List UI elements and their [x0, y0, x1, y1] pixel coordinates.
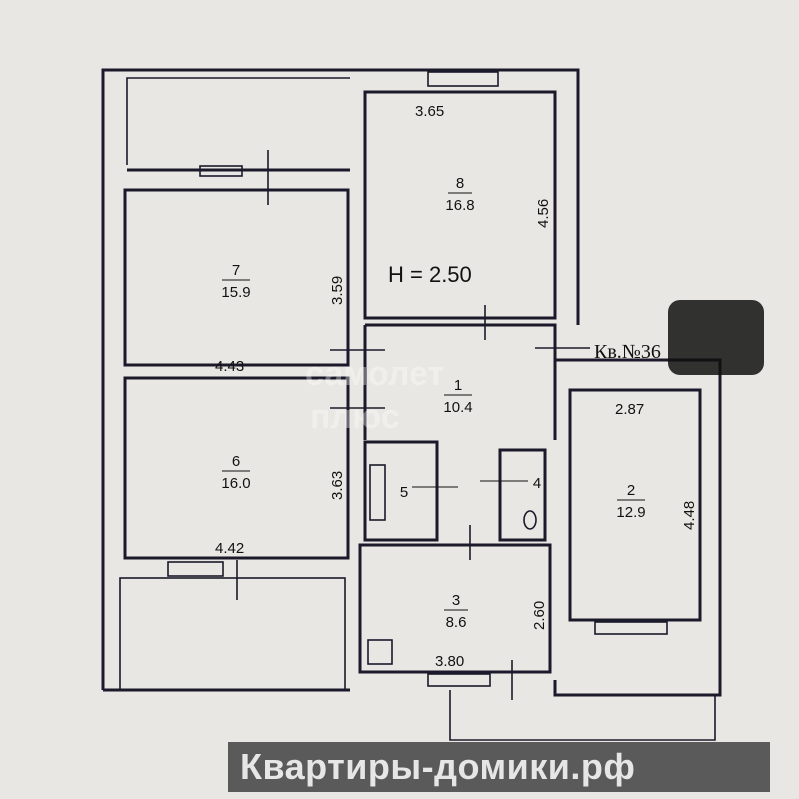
redaction	[668, 300, 764, 375]
apartment-label: Кв.№36	[594, 341, 661, 363]
stove-icon	[367, 639, 393, 665]
room-area: 16.0	[221, 475, 250, 492]
watermark: самолет	[305, 355, 444, 393]
dimension: 4.43	[215, 358, 244, 375]
room-area: 10.4	[443, 399, 472, 416]
dimension: 3.65	[415, 103, 444, 120]
balcony-bottom	[119, 577, 346, 691]
room-2	[568, 388, 702, 622]
dimension: 3.80	[435, 653, 464, 670]
room-8	[363, 90, 557, 320]
room-number: 2	[627, 482, 635, 499]
dimension: 3.59	[329, 276, 346, 305]
window	[427, 673, 491, 687]
wc-4	[498, 448, 547, 542]
dimension: 2.60	[531, 601, 548, 630]
watermark-banner: Квартиры-домики.рф	[228, 742, 770, 792]
dimension: 2.87	[615, 401, 644, 418]
room-number: 4	[533, 475, 541, 492]
room-area: 8.6	[446, 614, 467, 631]
room-number: 5	[400, 484, 408, 501]
room-area: 16.8	[445, 197, 474, 214]
window	[427, 71, 499, 87]
dimension: 4.42	[215, 540, 244, 557]
room-area: 15.9	[221, 284, 250, 301]
window	[594, 621, 668, 635]
balcony-kitchen	[449, 690, 716, 741]
room-number: 3	[452, 592, 460, 609]
balcony-top	[126, 77, 350, 165]
corridor	[365, 323, 557, 440]
room-number: 8	[456, 175, 464, 192]
dimension: 4.56	[535, 199, 552, 228]
bathroom-5	[363, 440, 439, 542]
dimension: 3.63	[329, 471, 346, 500]
banner-text: Квартиры-домики.рф	[240, 746, 636, 787]
window	[167, 561, 224, 577]
room-6	[123, 376, 350, 560]
watermark: плюс	[310, 398, 400, 436]
ceiling-height: H = 2.50	[388, 262, 472, 287]
room-number: 7	[232, 262, 240, 279]
room-area: 12.9	[616, 504, 645, 521]
window	[199, 165, 243, 177]
outer-wall	[553, 358, 722, 697]
toilet-icon	[523, 510, 537, 530]
room-number: 6	[232, 453, 240, 470]
kitchen-3	[358, 543, 552, 674]
outer-wall	[101, 68, 580, 690]
room-number: 1	[454, 377, 462, 394]
room-7	[123, 188, 350, 367]
dimension: 4.48	[681, 501, 698, 530]
bathtub	[369, 464, 386, 521]
